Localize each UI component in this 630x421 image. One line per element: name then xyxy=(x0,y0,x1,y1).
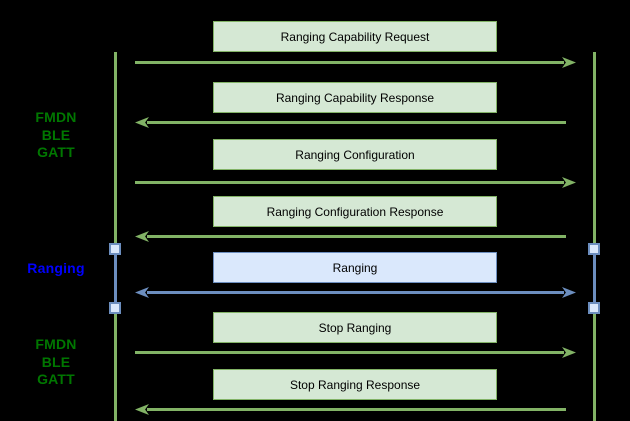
arrow-line xyxy=(147,235,566,238)
protocol-label-line: GATT xyxy=(37,371,75,387)
protocol-label-line: FMDN xyxy=(35,336,77,352)
phase-label-ranging: Ranging xyxy=(10,260,102,278)
activation-marker-right-top xyxy=(588,243,600,255)
message-label: Ranging Configuration Response xyxy=(266,204,444,219)
arrow-line xyxy=(147,408,566,411)
arrowhead-right-icon xyxy=(562,287,576,298)
arrow-line xyxy=(135,181,564,184)
activation-marker-right-bottom xyxy=(588,302,600,314)
message-arrow-ranging-capability-request xyxy=(135,57,576,68)
message-arrow-ranging-capability-response xyxy=(135,117,576,128)
protocol-label-line: BLE xyxy=(41,353,71,370)
message-arrow-ranging-configuration-response xyxy=(135,231,576,242)
message-arrow-ranging-configuration xyxy=(135,177,576,188)
message-label: Ranging Capability Response xyxy=(275,90,435,105)
activation-marker-left-top xyxy=(109,243,121,255)
message-box-ranging-configuration: Ranging Configuration xyxy=(213,139,497,170)
protocol-label-line: GATT xyxy=(37,144,75,160)
message-box-ranging-capability-response: Ranging Capability Response xyxy=(213,82,497,113)
phase-label-line: Ranging xyxy=(27,260,85,276)
message-arrow-stop-ranging-response xyxy=(135,404,576,415)
activation-marker-left-bottom xyxy=(109,302,121,314)
message-label: Ranging Configuration xyxy=(295,147,415,162)
message-label: Stop Ranging xyxy=(318,320,392,335)
ranging-session-segment-right xyxy=(593,250,596,308)
message-box-ranging-capability-request: Ranging Capability Request xyxy=(213,21,497,52)
arrowhead-right-icon xyxy=(562,347,576,358)
protocol-label-line: FMDN xyxy=(35,109,77,125)
arrow-line xyxy=(135,61,564,64)
arrowhead-left-icon xyxy=(135,117,149,128)
arrow-line xyxy=(147,121,566,124)
message-arrow-ranging-bidirectional xyxy=(135,287,576,298)
lifeline-left xyxy=(114,52,117,421)
protocol-label-line: BLE xyxy=(41,126,71,143)
protocol-label-fmdn-ble-gatt-bottom: FMDN BLE GATT xyxy=(10,336,102,389)
message-arrow-stop-ranging xyxy=(135,347,576,358)
arrowhead-left-icon xyxy=(135,231,149,242)
arrow-line xyxy=(135,351,564,354)
message-box-stop-ranging: Stop Ranging xyxy=(213,312,497,343)
arrowhead-left-icon xyxy=(135,287,149,298)
message-box-ranging: Ranging xyxy=(213,252,497,283)
lifeline-right xyxy=(593,52,596,421)
protocol-label-fmdn-ble-gatt-top: FMDN BLE GATT xyxy=(10,109,102,162)
message-box-ranging-configuration-response: Ranging Configuration Response xyxy=(213,196,497,227)
message-label: Ranging xyxy=(332,260,378,275)
message-label: Stop Ranging Response xyxy=(289,377,421,392)
arrowhead-right-icon xyxy=(562,57,576,68)
arrowhead-right-icon xyxy=(562,177,576,188)
ranging-session-segment-left xyxy=(114,250,117,308)
arrowhead-left-icon xyxy=(135,404,149,415)
message-box-stop-ranging-response: Stop Ranging Response xyxy=(213,369,497,400)
message-label: Ranging Capability Request xyxy=(280,29,430,44)
arrow-line xyxy=(147,291,564,294)
